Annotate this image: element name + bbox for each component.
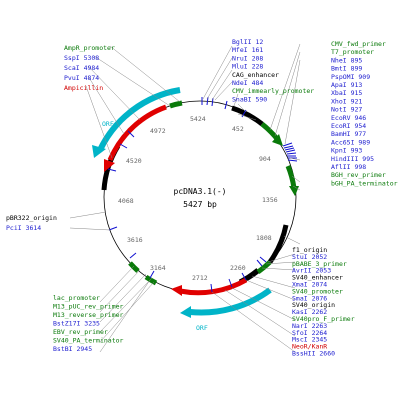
scale-tick-904: 904: [259, 155, 271, 163]
neor-arrow-icon: [171, 285, 182, 296]
feature-arc-sv40-promoter: [256, 260, 272, 275]
scale-tick-452: 452: [232, 125, 244, 133]
site-label: BstZ17I 3235: [53, 320, 100, 328]
plasmid-length: 5427 bp: [183, 200, 217, 209]
feature-arc-lac-promoter: [128, 261, 140, 273]
site-label: pBR322_origin: [6, 214, 57, 222]
site-label: KasI 2262: [292, 308, 327, 316]
site-label: lac_promoter: [53, 294, 100, 302]
site-label: ScaI 4984: [64, 64, 99, 72]
site-label: AmpR_promoter: [64, 44, 115, 52]
site-label: MfeI 161: [232, 46, 263, 54]
scale-tick-5424: 5424: [190, 115, 206, 123]
feature-arc-neor: [179, 277, 248, 296]
site-label: SV40_PA_terminator: [53, 337, 124, 345]
scale-tick-1808: 1808: [256, 234, 272, 242]
site-label: BglII 12: [232, 38, 263, 46]
site-label: CMV_immearly_promoter: [232, 87, 314, 95]
site-label: NruI 208: [232, 54, 263, 62]
site-label: SV40pro_F_primer: [292, 315, 355, 323]
site-label: CMV_fwd_primer: [331, 40, 386, 48]
scale-tick-3164: 3164: [150, 264, 166, 272]
feature-arc-cag-enhancer: [231, 105, 264, 126]
scale-tick-2260: 2260: [230, 264, 246, 272]
scale-tick-4068: 4068: [118, 197, 134, 205]
site-label: NheI 895: [331, 56, 362, 64]
scale-tick-4972: 4972: [150, 127, 166, 135]
feature-arc-ampicillin: [107, 104, 167, 161]
feature-arc-f1-origin: [267, 224, 289, 264]
site-label: ApaI 913: [331, 81, 362, 89]
site-label: PciI 3614: [6, 224, 41, 232]
site-label: KpnI 993: [331, 147, 362, 155]
restriction-site-ticks: [107, 96, 267, 293]
site-label: AflII 998: [331, 163, 366, 171]
site-label: HindIII 995: [331, 155, 374, 163]
feature-arc-cmv-promoter: [260, 122, 280, 142]
site-label: BssHII 2660: [292, 350, 335, 358]
site-label: PspOMI 909: [331, 73, 370, 81]
orf-bottom-arrow-icon: [180, 306, 191, 318]
leader-lines: [69, 43, 301, 353]
site-label: pBABE_3_primer: [292, 260, 347, 268]
site-label: SnaBI 590: [232, 95, 267, 103]
site-label: NdeI 484: [232, 79, 263, 87]
site-label: Ampicillin: [64, 84, 103, 92]
site-label: NotI 927: [331, 106, 362, 114]
site-label: BGH_rev_primer: [331, 171, 386, 179]
scale-tick-4520: 4520: [126, 157, 142, 165]
feature-arc-sv40-pa-terminator: [144, 274, 158, 286]
site-label: SspI 5308: [64, 54, 99, 62]
plasmid-name: pcDNA3.1(-): [174, 187, 227, 196]
orf-label-bottom: ORF: [196, 324, 208, 332]
site-label: EcoRV 946: [331, 114, 366, 122]
orf-top-arrow-icon: [92, 145, 106, 158]
scale-tick-2712: 2712: [192, 274, 208, 282]
site-label: EcoRI 954: [331, 122, 366, 130]
site-label: MscI 2345: [292, 336, 327, 344]
site-label: XbaI 915: [331, 89, 362, 97]
site-label: XhoI 921: [331, 97, 362, 105]
site-label: XmaI 2074: [292, 281, 327, 289]
site-label: M13_pUC_rev_primer: [53, 303, 124, 311]
site-label: T7_promoter: [331, 48, 374, 56]
ampicillin-arrow-icon: [104, 159, 115, 172]
site-label: SV40_enhancer: [292, 274, 343, 282]
cmv-promoter-arrow-icon: [272, 134, 283, 146]
scale-tick-3616: 3616: [127, 236, 143, 244]
site-label: SV40_promoter: [292, 287, 343, 295]
orf-label-top: ORF: [102, 120, 114, 128]
site-label: SmaI 2076: [292, 294, 327, 302]
mcs-site-cluster: [282, 142, 298, 162]
site-label: bGH_PA_terminator: [331, 179, 398, 187]
feature-arc-ampr-promoter: [169, 100, 183, 109]
site-label: M13_reverse_primer: [53, 311, 124, 319]
site-label: BstBI 2945: [53, 345, 92, 353]
labels-left-bottom: lac_promoterM13_pUC_rev_primerM13_revers…: [53, 294, 124, 353]
site-label: BamHI 977: [331, 130, 366, 138]
site-label: NarI 2263: [292, 322, 327, 330]
site-label: SV40_origin: [292, 301, 335, 309]
site-label: EBV_rev_primer: [53, 328, 108, 336]
scale-tick-1356: 1356: [262, 196, 278, 204]
site-label: f1_origin: [292, 246, 327, 254]
site-label: SfoI 2264: [292, 329, 327, 337]
site-label: AvrII 2053: [292, 267, 331, 275]
site-label: BmtI 899: [331, 65, 362, 73]
orf-arc-bottom: [189, 287, 272, 316]
bgh-arrow-icon: [289, 186, 299, 196]
site-label: PvuI 4874: [64, 74, 99, 82]
site-label: StuI 2052: [292, 253, 327, 261]
site-label: MluI 228: [232, 63, 263, 71]
site-label: NeoR/KanR: [292, 343, 327, 351]
site-label: CAG_enhancer: [232, 71, 279, 79]
site-label: Acc65I 989: [331, 138, 370, 146]
